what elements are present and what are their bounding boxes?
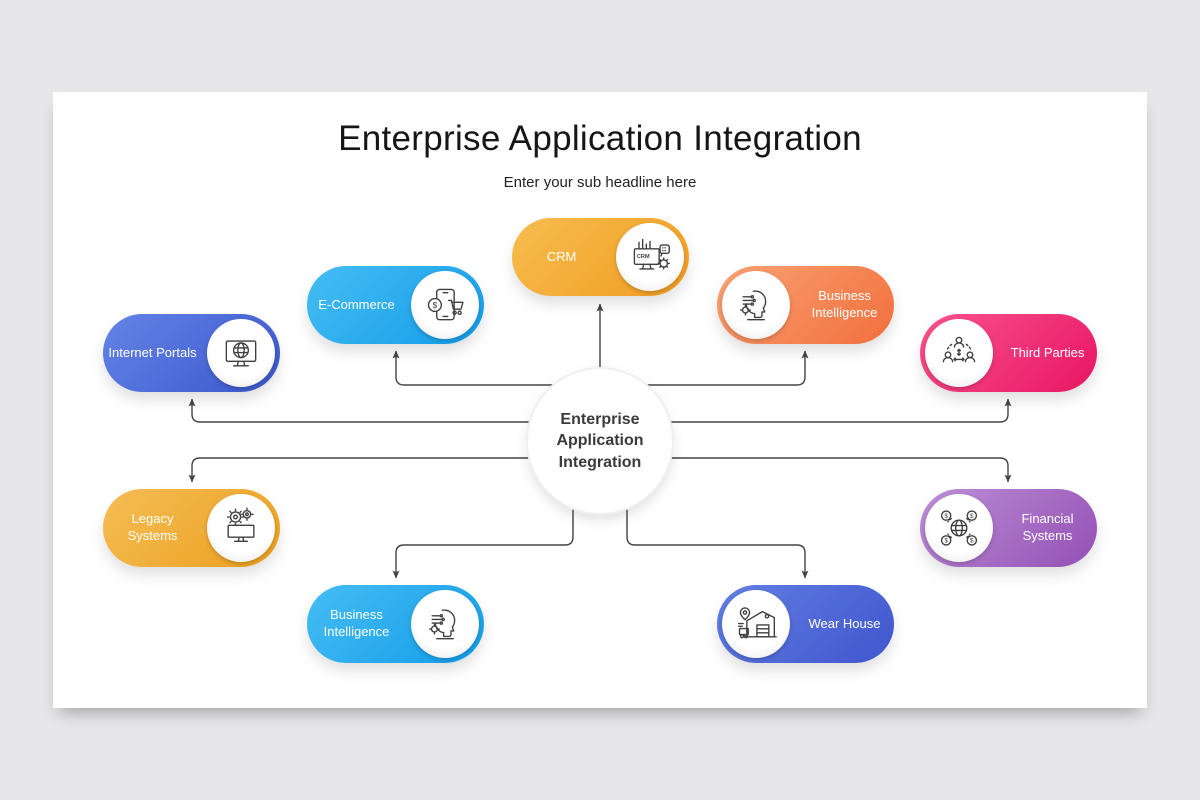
ai-head-icon bbox=[411, 590, 479, 658]
slide-header: Enterprise Application Integration Enter… bbox=[53, 119, 1147, 191]
connector-third-parties bbox=[669, 398, 1012, 423]
node-business-intelligence-top: Business Intelligence bbox=[717, 266, 894, 344]
warehouse-icon bbox=[722, 590, 790, 658]
presentation-slide: Enterprise Application Integration Enter… bbox=[53, 92, 1147, 708]
node-financial-systems: $ $ $ $ Financial Systems bbox=[920, 489, 1097, 567]
gears-monitor-icon bbox=[207, 494, 275, 562]
ai-head-icon bbox=[722, 271, 790, 339]
node-internet-portals-label: Internet Portals bbox=[108, 344, 197, 360]
node-crm-label: CRM bbox=[546, 248, 577, 264]
node-crm: CRM CRM bbox=[512, 218, 689, 296]
svg-text:CRM: CRM bbox=[637, 254, 650, 260]
node-financial-systems-label: Financial Systems bbox=[1021, 511, 1074, 543]
globe-money-icon: $ $ $ $ bbox=[925, 494, 993, 562]
node-e-commerce-label: E-Commerce bbox=[318, 296, 395, 312]
center-node-label: Enterprise Application Integration bbox=[556, 411, 644, 471]
mobile-shopping-icon: $ bbox=[411, 271, 479, 339]
node-third-parties-label: Third Parties bbox=[1010, 344, 1085, 360]
svg-text:$: $ bbox=[970, 513, 974, 520]
node-e-commerce: E-Commerce $ bbox=[307, 266, 484, 344]
svg-text:$: $ bbox=[944, 513, 948, 520]
node-business-intelligence-top-label: Business Intelligence bbox=[811, 288, 878, 320]
connector-ecommerce bbox=[392, 350, 555, 386]
people-network-icon bbox=[925, 319, 993, 387]
center-node: Enterprise Application Integration bbox=[528, 369, 672, 513]
connector-lines bbox=[188, 303, 1012, 579]
connector-financial-systems bbox=[670, 457, 1012, 483]
page-title: Enterprise Application Integration bbox=[338, 119, 862, 158]
connector-wear-house bbox=[626, 508, 809, 579]
svg-text:$: $ bbox=[970, 538, 974, 545]
node-wear-house-label: Wear House bbox=[808, 615, 881, 631]
connector-business-intelligence-bottom bbox=[392, 508, 574, 579]
node-legacy-systems: Legacy Systems bbox=[103, 489, 280, 567]
connector-legacy-systems bbox=[188, 457, 530, 483]
connector-internet-portals bbox=[188, 398, 531, 423]
node-business-intelligence-bottom-label: Business Intelligence bbox=[323, 607, 390, 639]
node-third-parties: Third Parties bbox=[920, 314, 1097, 392]
page-subtitle: Enter your sub headline here bbox=[503, 174, 697, 191]
globe-monitor-icon bbox=[207, 319, 275, 387]
node-wear-house: Wear House bbox=[717, 585, 894, 663]
node-internet-portals: Internet Portals bbox=[103, 314, 280, 392]
node-legacy-systems-label: Legacy Systems bbox=[127, 511, 178, 543]
crm-dashboard-icon: CRM bbox=[616, 223, 684, 291]
node-business-intelligence-bottom: Business Intelligence bbox=[307, 585, 484, 663]
connector-business-intelligence-top bbox=[645, 350, 809, 386]
svg-text:$: $ bbox=[433, 301, 438, 310]
svg-text:$: $ bbox=[944, 538, 948, 545]
